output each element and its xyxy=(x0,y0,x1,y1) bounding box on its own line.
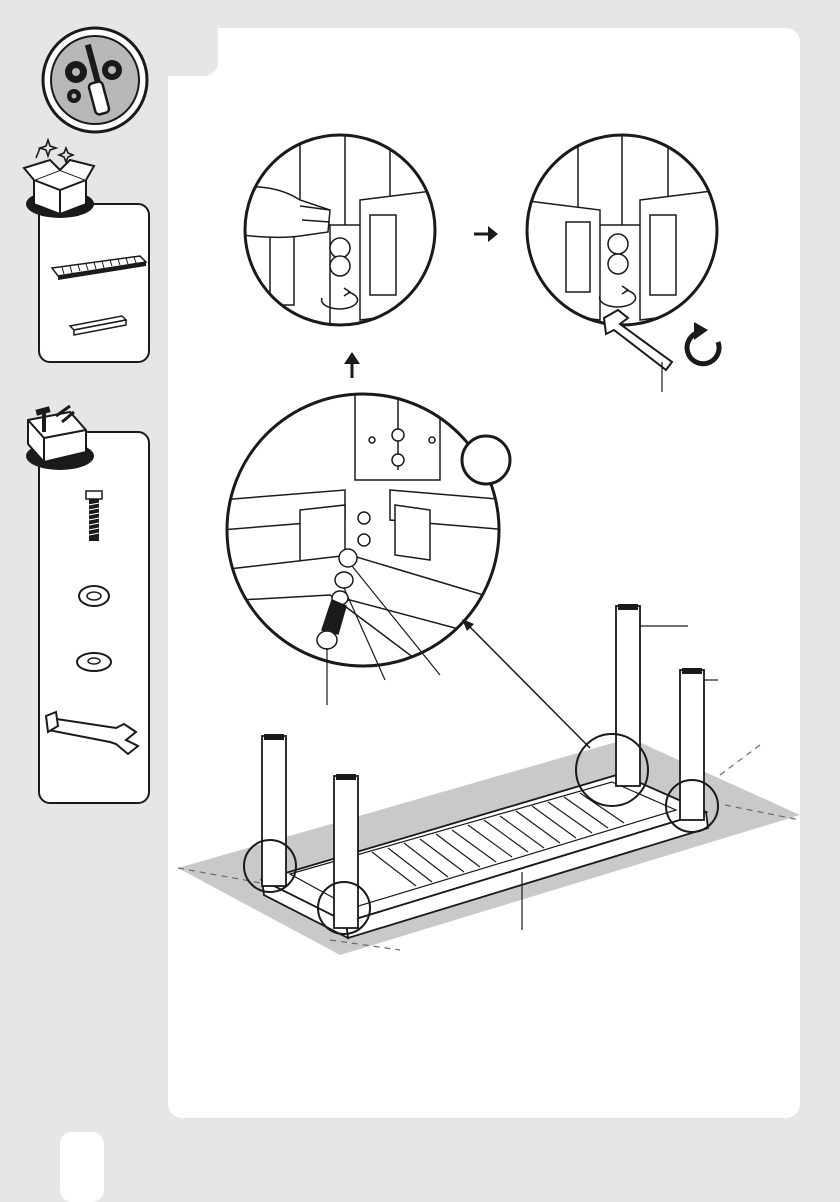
toolbox-icon xyxy=(26,406,94,470)
detail-exploded-bolt xyxy=(220,390,510,705)
detail-hand-tighten xyxy=(220,130,440,330)
up-arrow xyxy=(344,352,360,378)
clockwise-rotation-icon xyxy=(687,322,719,364)
bolt xyxy=(86,491,102,541)
open-end-wrench xyxy=(46,712,138,754)
flat-washer xyxy=(77,653,111,671)
rail-bar xyxy=(70,316,126,335)
spring-washer xyxy=(79,586,109,606)
right-arrow xyxy=(474,226,498,242)
detail-wrench-tighten xyxy=(520,130,720,370)
table-assembly-view xyxy=(178,604,800,955)
open-box-icon xyxy=(24,140,94,218)
slatted-tabletop-panel xyxy=(52,256,146,280)
diagonal-pointer-arrow xyxy=(462,619,590,748)
tools-gears-screwdriver-icon xyxy=(43,28,147,132)
